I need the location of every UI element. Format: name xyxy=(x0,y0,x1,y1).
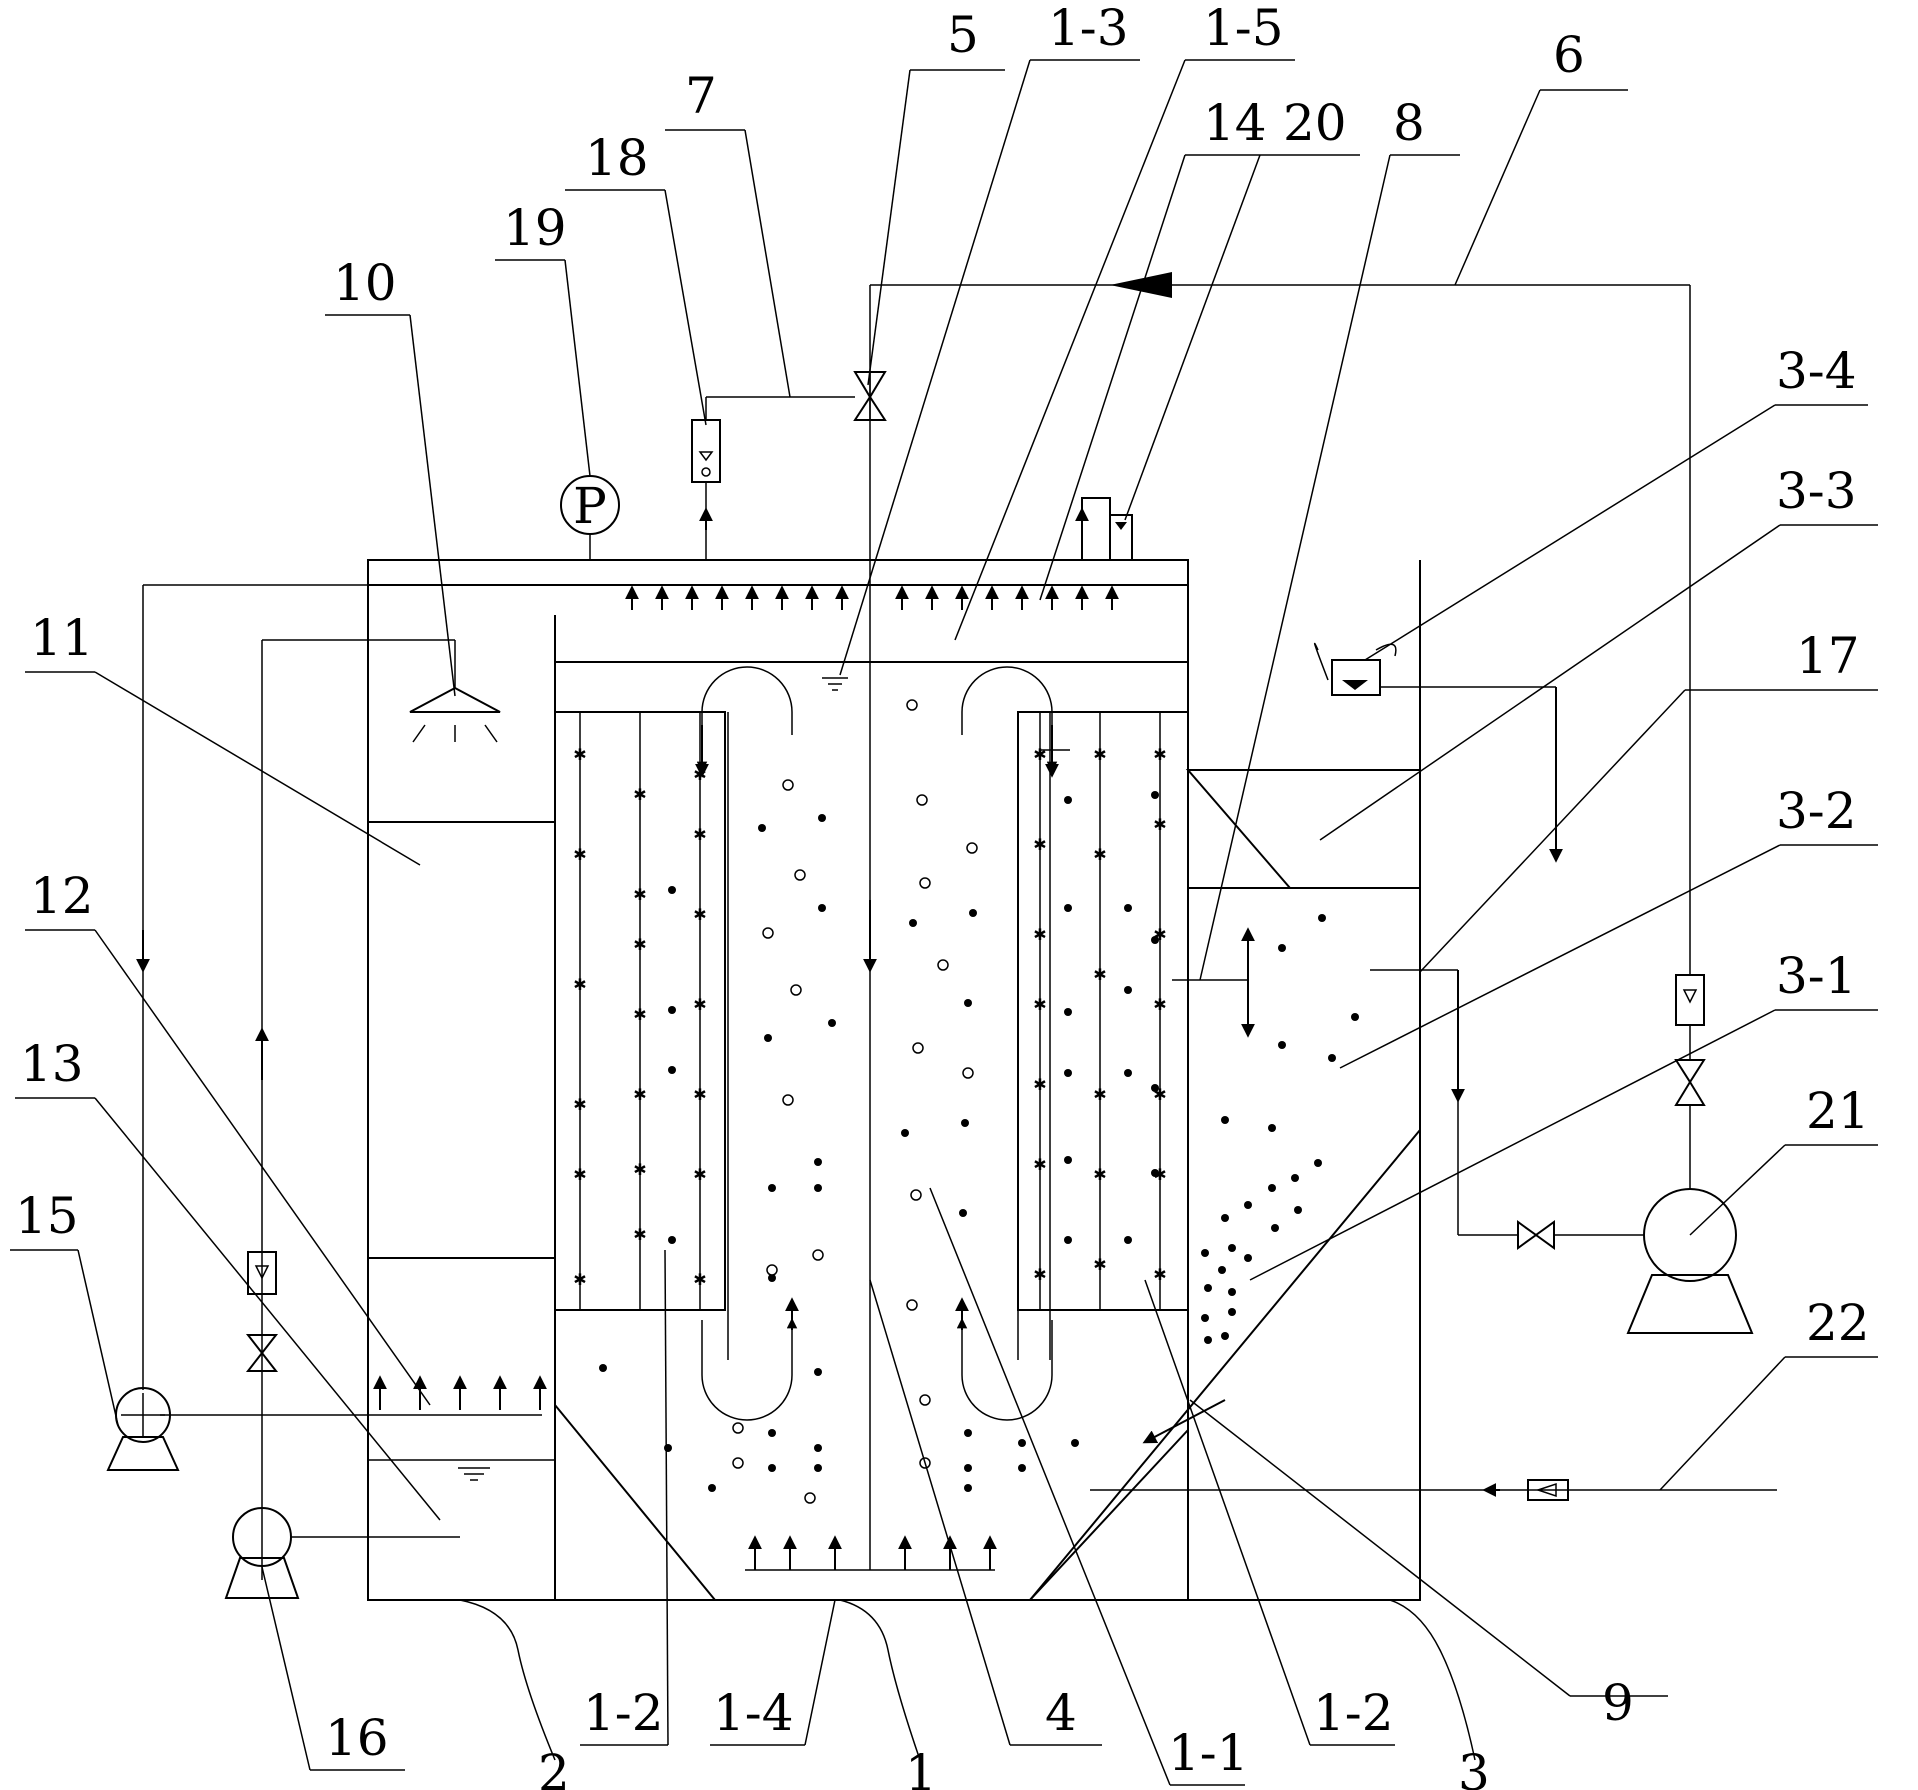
svg-text:✱: ✱ xyxy=(633,1160,646,1179)
svg-text:✱: ✱ xyxy=(1033,1265,1046,1284)
label-15: 15 xyxy=(15,1187,79,1245)
flow-lines xyxy=(695,285,1059,1570)
label-1-4: 1-4 xyxy=(713,1684,794,1742)
svg-text:✱: ✱ xyxy=(1153,745,1166,764)
settler-outlet xyxy=(1172,927,1518,1236)
gauge-label: P xyxy=(573,477,607,535)
svg-text:✱: ✱ xyxy=(693,1165,706,1184)
svg-text:✱: ✱ xyxy=(633,1225,646,1244)
label-1-2-left: 1-2 xyxy=(583,1684,664,1742)
svg-text:✱: ✱ xyxy=(693,765,706,784)
gauge-symbol: P xyxy=(573,477,607,535)
svg-text:✱: ✱ xyxy=(573,845,586,864)
label-3-4: 3-4 xyxy=(1776,342,1857,400)
svg-text:✱: ✱ xyxy=(573,975,586,994)
svg-text:✱: ✱ xyxy=(1093,845,1106,864)
label-3: 3 xyxy=(1458,1744,1490,1790)
inlet-distributor xyxy=(1313,642,1563,863)
settler-sludge-hopper xyxy=(1027,1127,1421,1601)
svg-text:✱: ✱ xyxy=(693,995,706,1014)
svg-text:✱: ✱ xyxy=(693,1270,706,1289)
label-18: 18 xyxy=(585,129,649,187)
label-7: 7 xyxy=(685,67,717,125)
svg-text:✱: ✱ xyxy=(573,745,586,764)
label-22: 22 xyxy=(1806,1294,1870,1352)
pump-16 xyxy=(224,1507,460,1599)
label-2: 2 xyxy=(538,1744,570,1790)
svg-text:✱: ✱ xyxy=(1033,1155,1046,1174)
label-19: 19 xyxy=(503,199,567,257)
svg-text:✱: ✱ xyxy=(633,785,646,804)
label-3-3: 3-3 xyxy=(1776,462,1857,520)
svg-text:✱: ✱ xyxy=(1093,965,1106,984)
scrubber-water-level xyxy=(368,1459,555,1481)
svg-text:✱: ✱ xyxy=(693,825,706,844)
svg-text:✱: ✱ xyxy=(693,1085,706,1104)
svg-text:✱: ✱ xyxy=(573,1095,586,1114)
label-9: 9 xyxy=(1602,1674,1634,1732)
leader-lines xyxy=(10,59,1878,1786)
label-4: 4 xyxy=(1045,1684,1077,1742)
settler-weir-block xyxy=(1185,769,1421,889)
gas-bubbles xyxy=(732,699,978,1504)
label-10: 10 xyxy=(333,254,397,312)
label-3-1: 3-1 xyxy=(1776,947,1857,1005)
scrubber-air-diffuser xyxy=(160,1375,547,1416)
label-1-5: 1-5 xyxy=(1203,0,1284,57)
feed-inlet-22 xyxy=(1090,1479,1777,1501)
svg-text:✱: ✱ xyxy=(1153,995,1166,1014)
svg-text:✱: ✱ xyxy=(1033,745,1046,764)
blower-15 xyxy=(106,1387,180,1471)
settler-particles xyxy=(1201,914,1359,1344)
label-1-1: 1-1 xyxy=(1168,1724,1249,1782)
top-piping xyxy=(560,272,1691,975)
svg-text:✱: ✱ xyxy=(633,935,646,954)
svg-text:✱: ✱ xyxy=(633,1085,646,1104)
svg-text:✱: ✱ xyxy=(1033,1075,1046,1094)
svg-text:✱: ✱ xyxy=(1093,1165,1106,1184)
svg-text:✱: ✱ xyxy=(1033,925,1046,944)
svg-text:✱: ✱ xyxy=(1093,1085,1106,1104)
svg-text:✱: ✱ xyxy=(1093,745,1106,764)
label-20: 20 xyxy=(1283,94,1347,152)
gas-return-line xyxy=(136,584,368,1390)
gas-collection-arrows xyxy=(625,585,1119,610)
svg-text:✱: ✱ xyxy=(1093,1255,1106,1274)
label-6: 6 xyxy=(1553,26,1585,84)
svg-text:✱: ✱ xyxy=(1153,1265,1166,1284)
svg-text:✱: ✱ xyxy=(693,905,706,924)
main-vessel xyxy=(367,559,1421,1601)
label-14: 14 xyxy=(1203,94,1267,152)
label-5: 5 xyxy=(947,6,979,64)
svg-text:✱: ✱ xyxy=(633,1005,646,1024)
label-11: 11 xyxy=(30,609,94,667)
spray-flowmeter-valve xyxy=(245,1251,279,1372)
label-21: 21 xyxy=(1806,1082,1870,1140)
svg-text:✱: ✱ xyxy=(573,1270,586,1289)
scrubber-packing xyxy=(367,821,556,1259)
label-1: 1 xyxy=(905,1744,937,1790)
label-13: 13 xyxy=(20,1035,84,1093)
circulation-pump-21 xyxy=(1517,974,1754,1334)
biomass-particles xyxy=(599,791,1159,1492)
label-16: 16 xyxy=(325,1709,389,1767)
svg-text:✱: ✱ xyxy=(1153,815,1166,834)
label-8: 8 xyxy=(1393,94,1425,152)
label-1-2-right: 1-2 xyxy=(1313,1684,1394,1742)
svg-text:✱: ✱ xyxy=(1033,835,1046,854)
svg-text:✱: ✱ xyxy=(1033,995,1046,1014)
svg-text:✱: ✱ xyxy=(633,885,646,904)
svg-text:✱: ✱ xyxy=(573,1165,586,1184)
label-17: 17 xyxy=(1796,627,1860,685)
label-3-2: 3-2 xyxy=(1776,782,1857,840)
label-1-3: 1-3 xyxy=(1048,0,1129,57)
spray-nozzle xyxy=(255,639,501,1580)
part-labels: 5 1-3 1-5 6 7 14 20 8 18 19 10 3-4 3-3 1… xyxy=(15,0,1870,1790)
label-12: 12 xyxy=(30,867,94,925)
water-level-symbol xyxy=(822,677,848,691)
